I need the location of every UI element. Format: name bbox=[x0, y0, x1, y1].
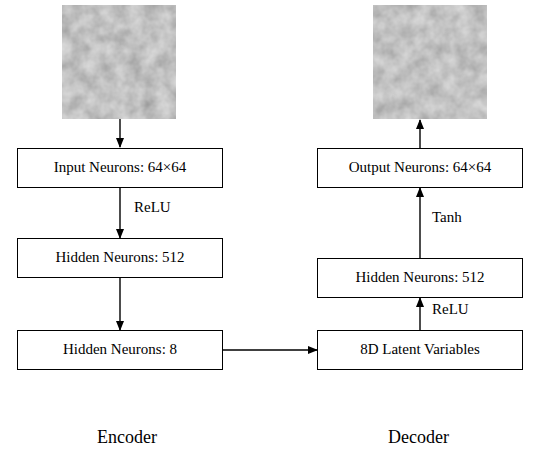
activation-label: Tanh bbox=[432, 209, 462, 226]
output-image bbox=[373, 5, 487, 119]
layer-box: Hidden Neurons: 512 bbox=[17, 238, 223, 278]
flow-arrow bbox=[419, 188, 420, 258]
section-label: Encoder bbox=[97, 427, 157, 448]
flow-arrow bbox=[119, 188, 120, 238]
flow-arrow bbox=[223, 349, 317, 350]
input-image bbox=[62, 5, 176, 119]
box-text: Hidden Neurons: 8 bbox=[63, 341, 177, 358]
box-text: Input Neurons: 64×64 bbox=[54, 159, 187, 176]
layer-box: 8D Latent Variables bbox=[317, 330, 523, 370]
flow-arrow bbox=[419, 298, 420, 330]
layer-box: Hidden Neurons: 512 bbox=[317, 258, 523, 298]
box-text: 8D Latent Variables bbox=[360, 341, 480, 358]
box-text: Hidden Neurons: 512 bbox=[355, 269, 484, 286]
layer-box: Hidden Neurons: 8 bbox=[17, 330, 223, 370]
flow-arrow bbox=[119, 278, 120, 330]
activation-label: ReLU bbox=[432, 301, 469, 318]
image-arrow bbox=[119, 119, 120, 147]
box-text: Output Neurons: 64×64 bbox=[349, 159, 492, 176]
activation-label: ReLU bbox=[134, 199, 171, 216]
box-text: Hidden Neurons: 512 bbox=[55, 249, 184, 266]
layer-box: Output Neurons: 64×64 bbox=[317, 148, 523, 188]
layer-box: Input Neurons: 64×64 bbox=[17, 148, 223, 188]
image-arrow bbox=[419, 120, 420, 148]
section-label: Decoder bbox=[388, 427, 449, 448]
